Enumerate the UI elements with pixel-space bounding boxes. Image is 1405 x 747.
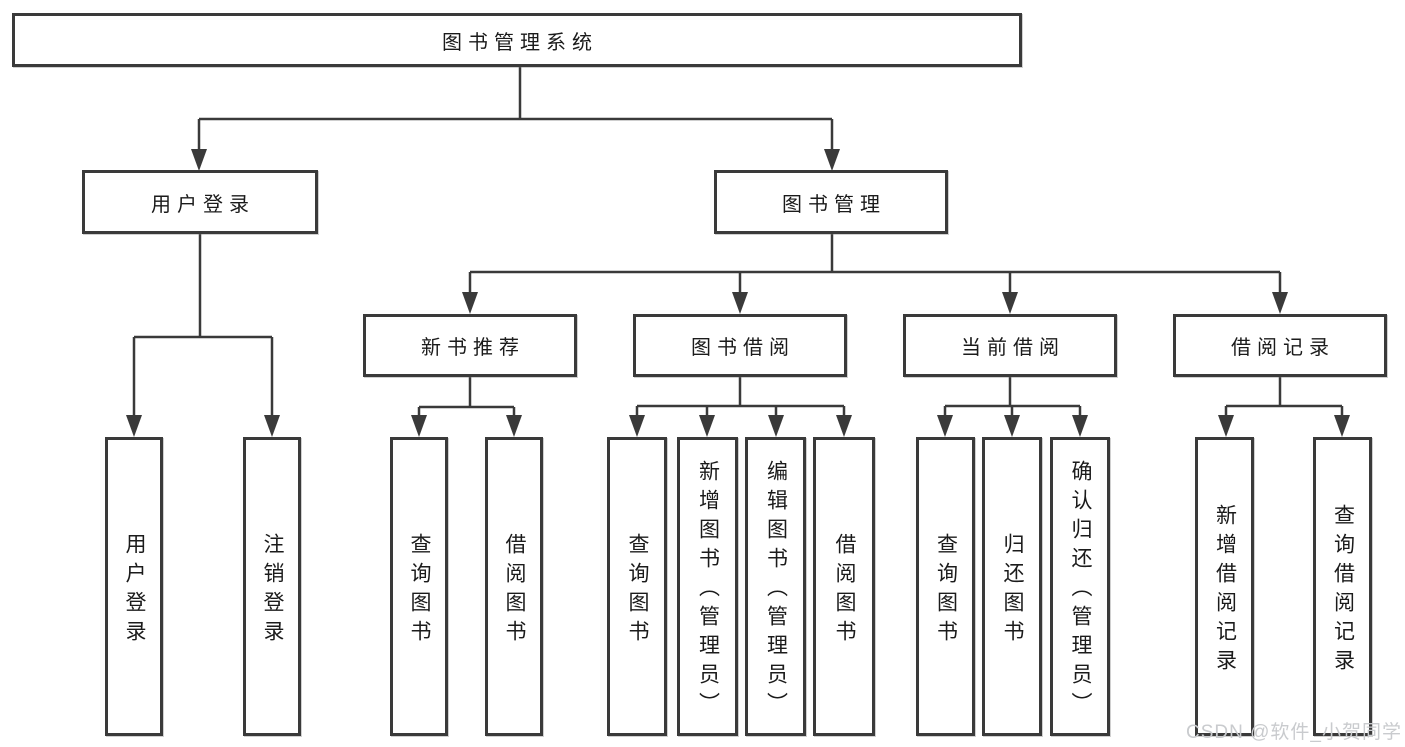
node-borrow-records: 借阅记录 <box>1173 314 1387 377</box>
connector-root-to-level2 <box>191 67 840 171</box>
node-label: 查询图书 <box>934 532 958 649</box>
node-label: 编辑图书（管理员） <box>764 460 788 721</box>
node-label: 图书借阅 <box>691 337 795 359</box>
leaf-borrow-books: 借阅图书 <box>813 437 875 736</box>
leaf-edit-book-admin: 编辑图书（管理员） <box>745 437 806 736</box>
leaf-confirm-return-admin: 确认归还（管理员） <box>1050 437 1110 736</box>
node-label: 查询图书 <box>408 532 431 649</box>
node-label: 注销登录 <box>261 532 284 649</box>
node-user-login: 用户登录 <box>82 170 318 234</box>
connector-borrow-records-children <box>1218 377 1350 437</box>
connector-book-management-children <box>462 234 1288 314</box>
node-library-management-system: 图书管理系统 <box>12 13 1022 67</box>
node-label: 查询借阅记录 <box>1331 503 1355 678</box>
node-label: 归还图书 <box>1001 532 1024 649</box>
node-label: 借阅记录 <box>1231 337 1335 359</box>
leaf-add-book-admin: 新增图书（管理员） <box>677 437 738 736</box>
node-new-book-recommend: 新书推荐 <box>363 314 577 377</box>
node-label: 用户登录 <box>151 193 255 216</box>
leaf-return-books: 归还图书 <box>982 437 1042 736</box>
connector-new-book-recommend-children <box>411 377 522 437</box>
node-label: 新增借阅记录 <box>1213 503 1237 678</box>
leaf-add-borrow-record: 新增借阅记录 <box>1195 437 1254 736</box>
node-label: 图书管理系统 <box>442 31 598 54</box>
node-label: 借阅图书 <box>833 532 856 649</box>
node-label: 查询图书 <box>626 532 649 649</box>
node-label: 新增图书（管理员） <box>696 460 720 721</box>
connector-book-borrow-children <box>629 377 852 437</box>
csdn-watermark: CSDN @软件_小贺同学 <box>1186 722 1402 743</box>
leaf-logout: 注销登录 <box>243 437 301 736</box>
node-label: 图书管理 <box>782 193 886 216</box>
node-label: 确认归还（管理员） <box>1069 460 1092 721</box>
node-current-borrow: 当前借阅 <box>903 314 1117 377</box>
leaf-recommend-query-books: 查询图书 <box>390 437 448 736</box>
node-label: 借阅图书 <box>503 532 526 649</box>
node-book-borrow: 图书借阅 <box>633 314 847 377</box>
node-label: 用户登录 <box>123 532 146 649</box>
node-label: 当前借阅 <box>961 337 1065 359</box>
connector-user-login-children <box>126 234 280 437</box>
leaf-current-query-books: 查询图书 <box>916 437 975 736</box>
leaf-user-login: 用户登录 <box>105 437 163 736</box>
node-label: 新书推荐 <box>421 337 525 359</box>
leaf-recommend-borrow-books: 借阅图书 <box>485 437 543 736</box>
leaf-query-borrow-record: 查询借阅记录 <box>1313 437 1372 736</box>
leaf-borrow-query-books: 查询图书 <box>607 437 667 736</box>
node-book-management: 图书管理 <box>714 170 948 234</box>
connector-current-borrow-children <box>937 377 1088 437</box>
